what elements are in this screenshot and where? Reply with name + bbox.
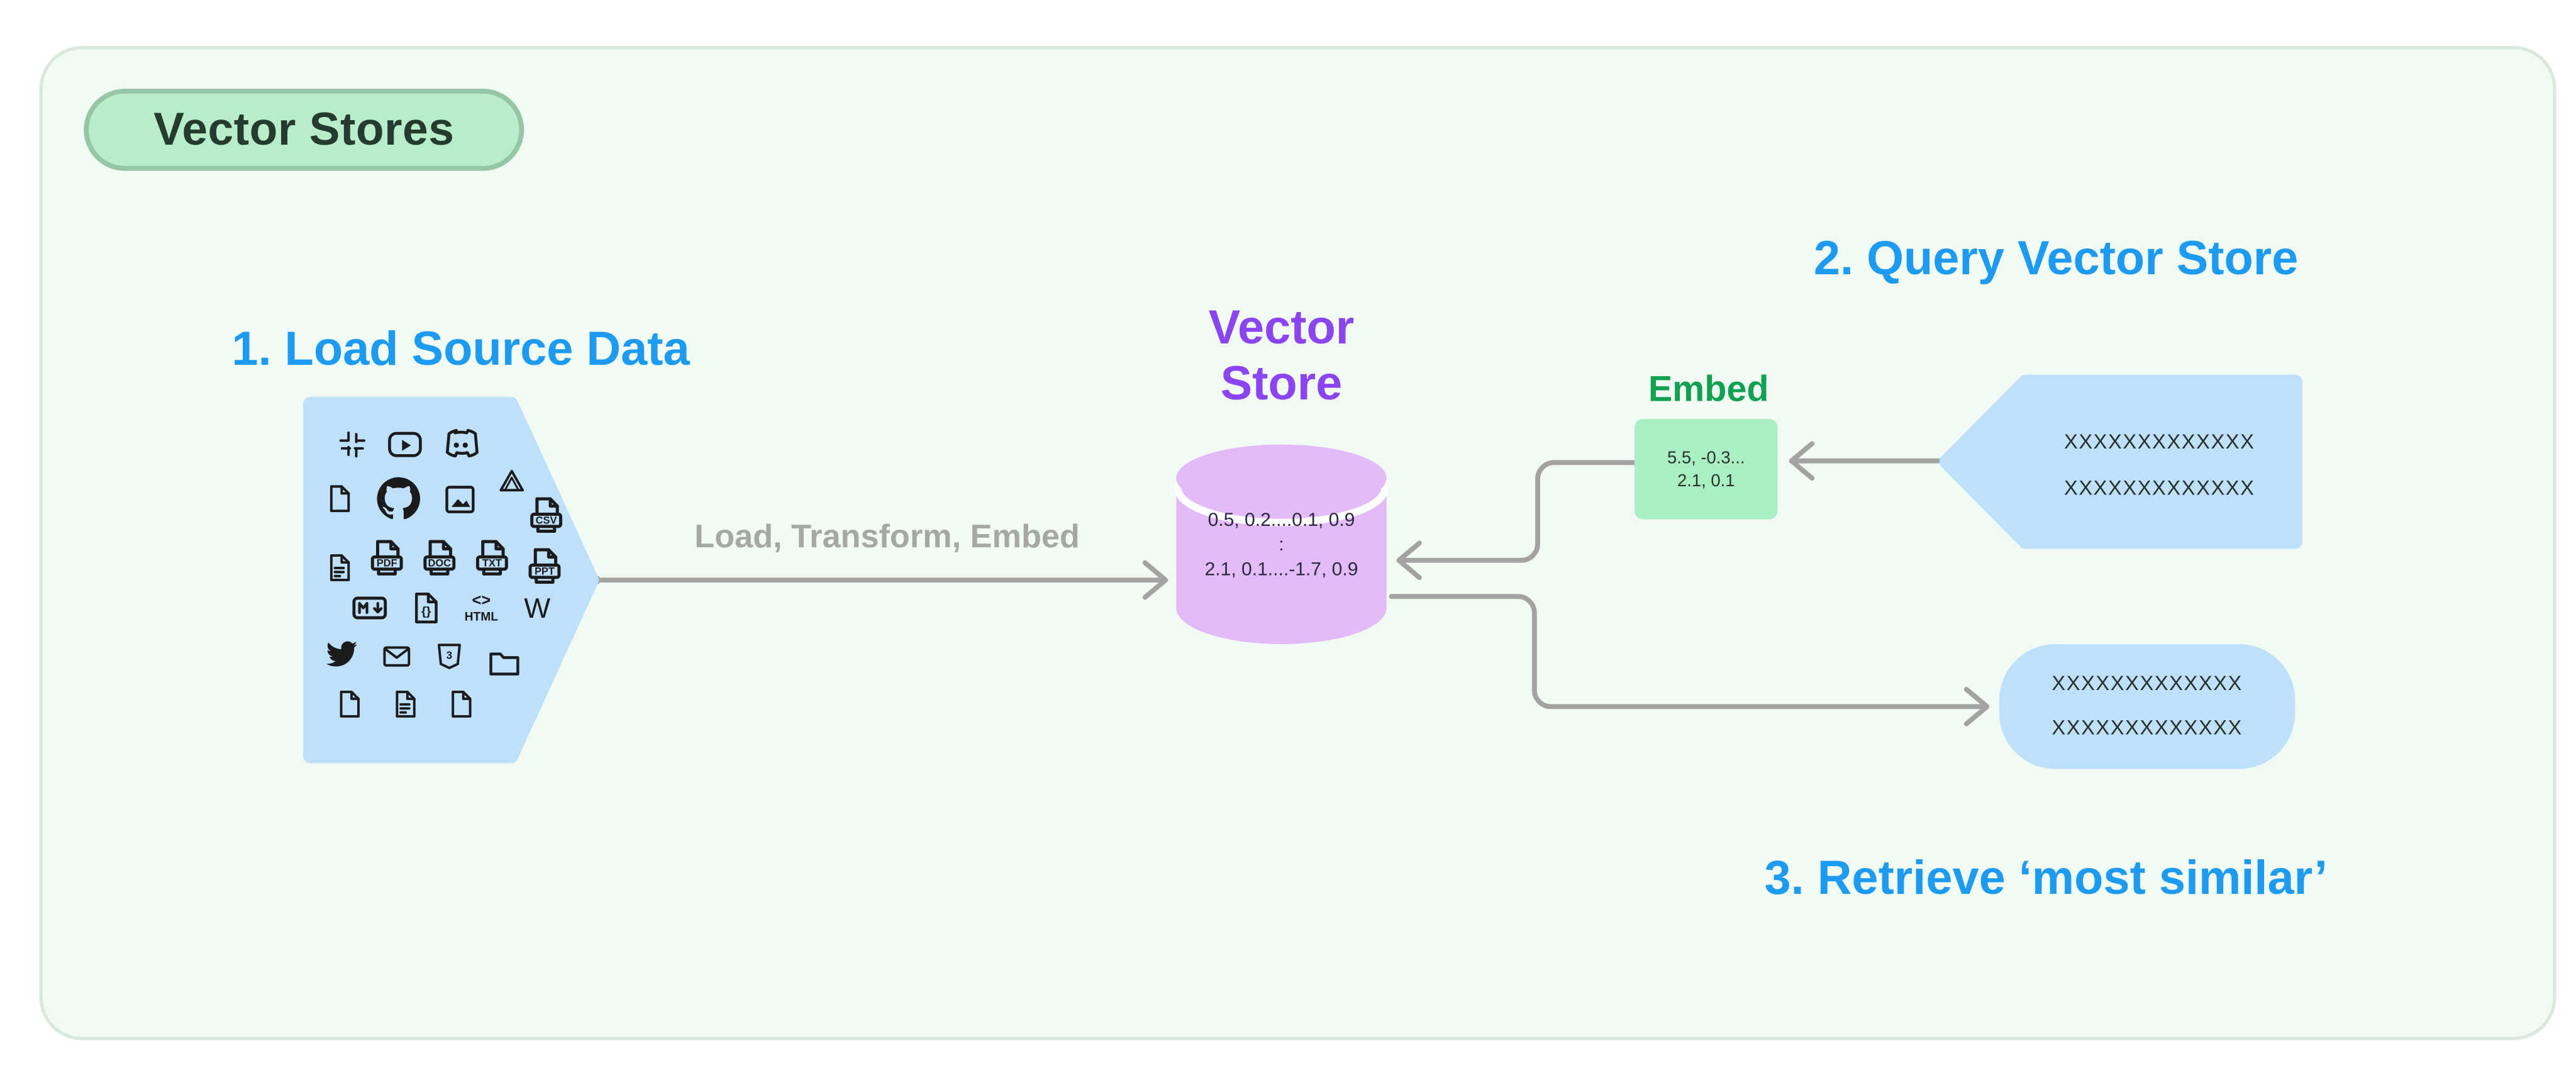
file-lines-icon [322,550,357,585]
query-placeholder-text: XXXXXXXXXXXXX XXXXXXXXXXXXX [2024,419,2295,511]
database-cylinder-icon [1174,444,1389,644]
svg-text:{}: {} [421,605,431,618]
vector-store-title-line1: Vector [1208,302,1355,355]
source-icon-row: 3 [322,636,585,677]
ppt-icon: PPT [523,544,567,589]
source-icon-row: CSV [322,469,585,533]
result-text-line2: XXXXXXXXXXXXX [2051,716,2243,740]
csv-icon: CSV [524,493,569,538]
query-text-line1: XXXXXXXXXXXXX [2063,430,2255,454]
step3-heading: 3. Retrieve ‘most similar’ [1764,852,2328,906]
html-icon: <>HTML [460,587,502,630]
source-icon-row: PDF DOC TXT PPT [322,536,585,584]
svg-text:PPT: PPT [535,566,555,577]
css3-icon: 3 [432,639,467,674]
doc-icon: DOC [417,536,462,581]
query-shape [1939,374,2302,549]
image-icon [440,479,480,518]
title-badge-label: Vector Stores [153,103,455,155]
embed-values-line1: 5.5, -0.3... [1667,447,1745,468]
result-box: XXXXXXXXXXXXX XXXXXXXXXXXXX [1999,644,2296,769]
vector-values: 0.5, 0.2....0.1, 0.9 : 2.1, 0.1....-1.7,… [1175,510,1389,584]
svg-text:TXT: TXT [482,558,502,569]
file-icon [322,481,357,516]
vector-values-row2: 2.1, 0.1....-1.7, 0.9 [1204,560,1358,581]
file-icon [443,687,478,722]
file-icon [332,687,367,722]
youtube-icon [384,424,425,465]
wikipedia-icon: W [518,588,557,628]
load-arrow-label: Load, Transform, Embed [694,519,1080,555]
embed-values-line2: 2.1, 0.1 [1677,471,1735,491]
github-icon [371,472,425,526]
embed-label: Embed [1648,368,1769,410]
svg-text:<>: <> [472,591,491,609]
source-icons-grid: CSV PDF DOC TXT PPT {} <>HTML W 3 [322,424,585,731]
markdown-icon [348,587,391,630]
source-icon-row: {} <>HTML W [348,587,585,630]
svg-text:W: W [524,593,550,624]
vector-values-row1: 0.5, 0.2....0.1, 0.9 [1208,511,1355,531]
step1-heading: 1. Load Source Data [231,323,690,377]
source-icon-row [332,684,585,725]
discord-icon [440,424,481,465]
twitter-icon [322,633,362,673]
txt-icon: TXT [470,536,514,581]
vector-values-ellipsis: : [1279,535,1284,555]
svg-text:HTML: HTML [465,610,499,623]
vector-store-title-line2: Store [1220,358,1343,411]
folder-icon [485,642,525,681]
file-lines-icon [387,687,422,722]
svg-text:PDF: PDF [377,558,397,569]
source-icon-row [335,424,585,465]
slack-icon [335,427,370,462]
query-text-line2: XXXXXXXXXXXXX [2063,476,2255,500]
title-badge: Vector Stores [84,89,525,171]
pdf-icon: PDF [365,536,409,581]
embed-box: 5.5, -0.3... 2.1, 0.1 [1635,419,1778,520]
svg-text:DOC: DOC [428,558,451,569]
gdrive-icon [494,465,529,499]
json-icon: {} [406,588,445,628]
step2-heading: 2. Query Vector Store [1813,233,2299,286]
result-text-line1: XXXXXXXXXXXXX [2051,672,2243,695]
email-icon [379,639,414,674]
vector-store-title: Vector Store [1133,301,1429,413]
svg-text:3: 3 [447,649,453,662]
svg-text:CSV: CSV [536,515,557,527]
